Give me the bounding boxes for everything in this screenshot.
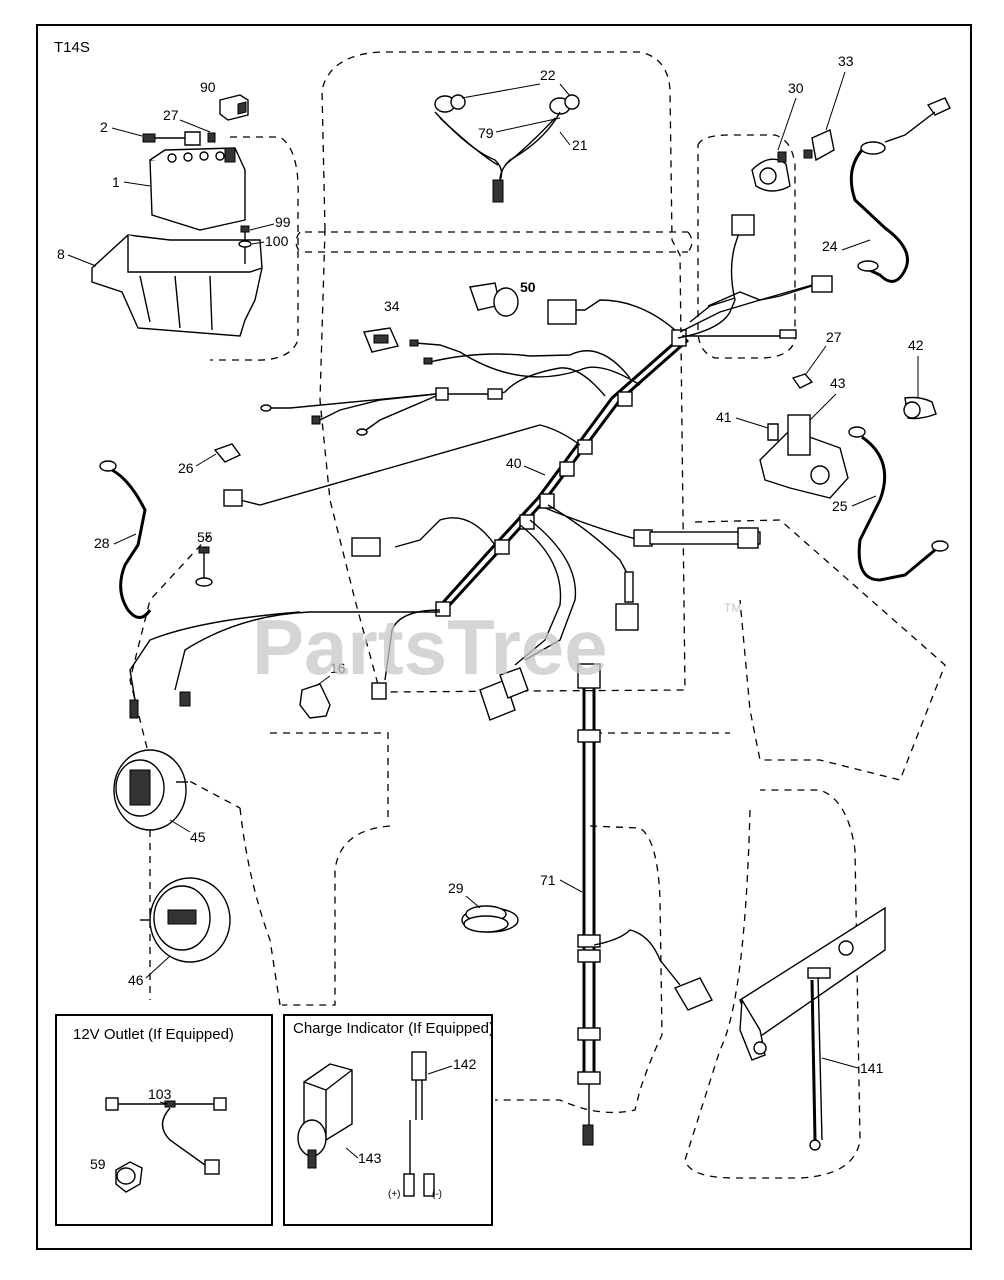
watermark: PartsTree TM (252, 601, 741, 691)
harness-71 (577, 663, 713, 1146)
connector-34 (363, 327, 399, 353)
ignition-switch (751, 151, 791, 192)
callout-45: 45 (190, 829, 206, 845)
callout-143: 143 (358, 1150, 382, 1166)
nut-27 (791, 373, 814, 389)
callout-24: 24 (822, 238, 838, 254)
callout-90: 90 (200, 79, 216, 95)
callout-40: 40 (506, 455, 522, 471)
battery-cover (219, 94, 249, 121)
charge-panel: Charge Indicator (If Equipped) 142 143 (… (283, 1014, 494, 1226)
callout-1: 1 (112, 174, 120, 190)
battery (149, 147, 246, 231)
callout-43: 43 (830, 375, 846, 391)
callout-99: 99 (275, 214, 291, 230)
headlight-harness (434, 94, 580, 203)
callout-21: 21 (572, 137, 588, 153)
terminal-plus: (+) (388, 1189, 401, 1200)
callout-26: 26 (178, 460, 194, 476)
gauge-46 (140, 877, 231, 963)
callout-41: 41 (716, 409, 732, 425)
callout-46: 46 (128, 972, 144, 988)
callout-42: 42 (908, 337, 924, 353)
diagram-border (36, 24, 972, 1250)
outlet-panel: 12V Outlet (If Equipped) 103 59 (55, 1014, 273, 1226)
charge-panel-title: Charge Indicator (If Equipped) (293, 1020, 494, 1037)
callout-141: 141 (860, 1060, 884, 1076)
callouts: 1 2 8 27 90 99 100 22 79 21 30 33 24 50 … (57, 53, 924, 1076)
connector-16 (299, 683, 331, 719)
boot-42 (903, 396, 937, 420)
battery-bolt (142, 131, 216, 146)
linkage-141 (739, 906, 886, 1151)
callout-2: 2 (100, 119, 108, 135)
watermark-tm: TM (724, 601, 741, 615)
screw-55 (195, 546, 213, 587)
callout-8: 8 (57, 246, 65, 262)
callout-16: 16 (330, 660, 346, 676)
callout-33: 33 (838, 53, 854, 69)
hold-down-bolt (238, 225, 252, 264)
main-harness (129, 214, 833, 721)
battery-cable-25 (848, 426, 949, 582)
terminal-minus: (-) (432, 1189, 442, 1200)
ground-cable-24 (849, 97, 951, 283)
module-33 (803, 129, 835, 162)
callout-30: 30 (788, 80, 804, 96)
hour-meter (113, 749, 188, 831)
screw-41 (767, 423, 779, 441)
battery-tray (91, 234, 263, 337)
solenoid (759, 414, 849, 499)
callout-22: 22 (540, 67, 556, 83)
sheet-code: T14S (54, 39, 90, 56)
switch-50 (469, 282, 519, 317)
callout-79: 79 (478, 125, 494, 141)
ground-cable-28 (99, 460, 152, 619)
callout-103: 103 (148, 1086, 172, 1102)
callout-34: 34 (384, 298, 400, 314)
callout-71: 71 (540, 872, 556, 888)
callout-59: 59 (90, 1156, 106, 1172)
callout-55: 55 (197, 529, 213, 545)
callout-28: 28 (94, 535, 110, 551)
callout-50: 50 (520, 279, 536, 295)
callout-27b: 27 (826, 329, 842, 345)
outlet-panel-title: 12V Outlet (If Equipped) (73, 1026, 234, 1043)
callout-29: 29 (448, 880, 464, 896)
plug-29 (461, 905, 519, 933)
watermark-text: PartsTree (252, 603, 608, 691)
callout-100: 100 (265, 233, 289, 249)
callout-142: 142 (453, 1056, 477, 1072)
fuse-26 (213, 443, 242, 463)
callout-27a: 27 (163, 107, 179, 123)
chassis-outlines (129, 51, 946, 1179)
callout-25: 25 (832, 498, 848, 514)
